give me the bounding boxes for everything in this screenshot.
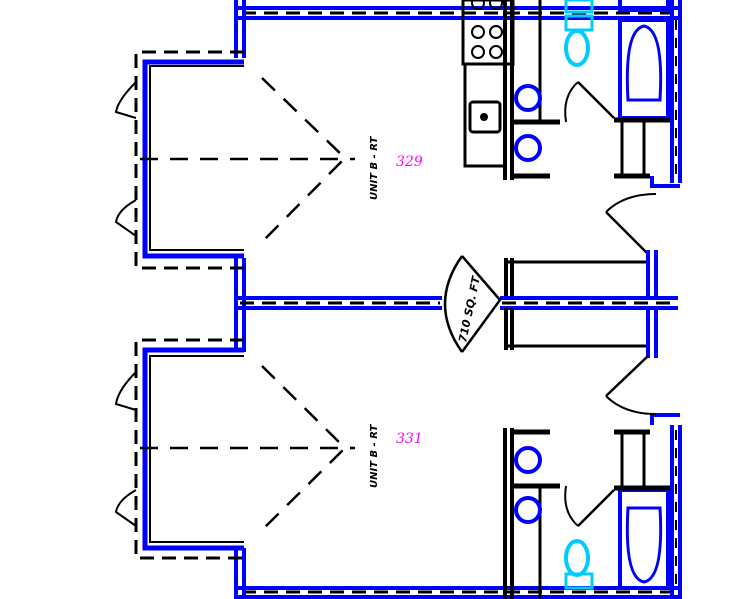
bay-window-top xyxy=(114,50,355,270)
bathroom-bottom xyxy=(503,428,670,599)
kitchen-top xyxy=(461,0,515,180)
bay-window-bottom xyxy=(114,338,355,560)
room-number-bottom: 331 xyxy=(396,431,423,447)
unit-label-bottom: UNIT B - RT xyxy=(369,424,380,488)
room-number-top: 329 xyxy=(396,154,423,170)
closet-top xyxy=(504,193,658,300)
entry-door-swing xyxy=(443,255,502,353)
bathroom-top xyxy=(513,0,670,179)
closet-bottom xyxy=(504,308,658,415)
unit-label-top: UNIT B - RT xyxy=(369,136,380,200)
area-label: 710 SQ. FT xyxy=(456,274,483,344)
demising-wall xyxy=(238,296,678,310)
exterior-walls xyxy=(234,0,682,599)
